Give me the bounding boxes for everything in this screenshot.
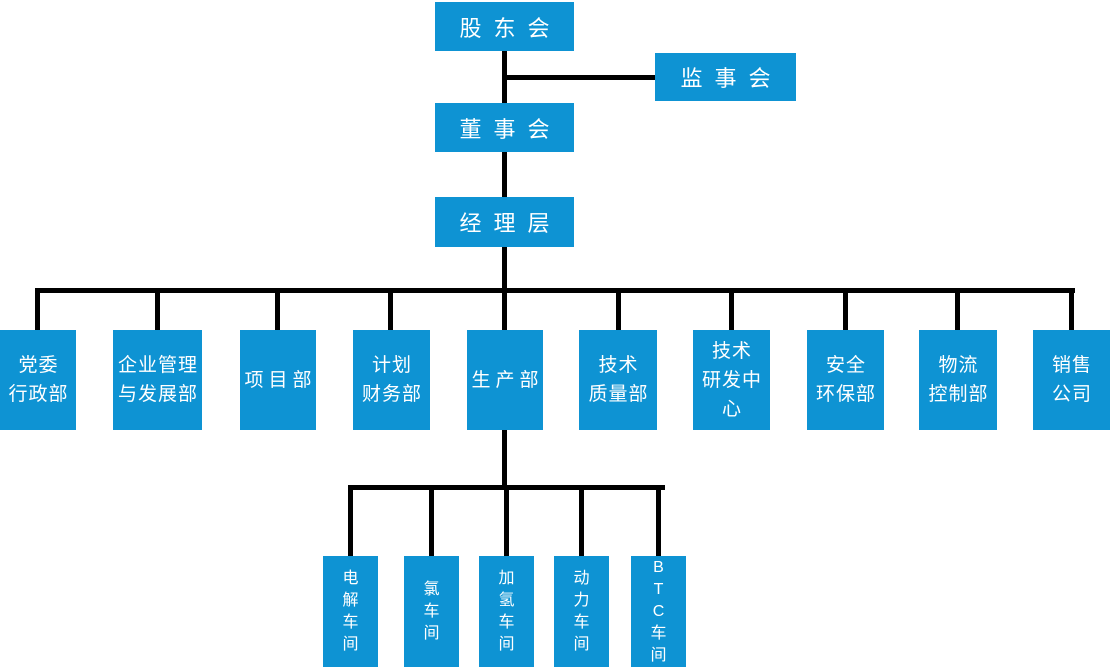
connector-drop-dept-1 (35, 288, 40, 330)
node-label: 企业管理 与发展部 (117, 355, 198, 405)
connector-drop-dept-6 (616, 288, 621, 330)
connector-management-trunk (502, 246, 507, 293)
node-label: 加 氢 车 间 (498, 569, 515, 653)
node-label: 氯 车 间 (423, 580, 440, 642)
connector-drop-ws-2 (429, 485, 434, 556)
connector-drop-dept-5 (502, 288, 507, 330)
org-node-dept-party-admin: 党委 行政部 (0, 330, 76, 430)
org-node-dept-tech-quality: 技术 质量部 (579, 330, 657, 430)
org-node-workshop-chlorine: 氯 车 间 (404, 556, 459, 667)
org-node-dept-enterprise-mgmt-development: 企业管理 与发展部 (113, 330, 202, 430)
org-node-dept-safety-environment: 安全 环保部 (807, 330, 884, 430)
connector-drop-ws-1 (348, 485, 353, 556)
node-label: 党委 行政部 (8, 355, 69, 405)
node-label: 经理层 (459, 211, 562, 236)
node-label: 计划 财务部 (361, 355, 422, 405)
org-node-dept-sales-company: 销售 公司 (1033, 330, 1110, 430)
connector-drop-dept-10 (1069, 288, 1074, 330)
org-node-dept-project: 项目部 (240, 330, 316, 430)
node-label: 监事会 (680, 66, 783, 91)
node-label: 物流 控制部 (928, 355, 989, 405)
connector-drop-dept-2 (155, 288, 160, 330)
node-label: 安全 环保部 (815, 355, 876, 405)
org-node-dept-tech-rd-center: 技术 研发中心 (693, 330, 770, 430)
org-node-management-level: 经理层 (435, 197, 574, 247)
org-node-board-of-directors: 董事会 (435, 103, 574, 152)
connector-drop-dept-9 (955, 288, 960, 330)
connector-drop-dept-3 (275, 288, 280, 330)
node-label: 技术 研发中心 (701, 340, 762, 420)
connector-production-trunk (502, 430, 507, 488)
node-label: 董事会 (459, 116, 562, 142)
org-node-workshop-hydrogenation: 加 氢 车 间 (479, 556, 534, 667)
org-node-dept-logistics-control: 物流 控制部 (919, 330, 997, 430)
node-label: 股东会 (459, 15, 562, 41)
connector-drop-dept-8 (843, 288, 848, 330)
node-label: 项目部 (244, 369, 317, 391)
connector-drop-ws-5 (656, 485, 661, 556)
connector-drop-ws-3 (504, 485, 509, 556)
node-label: 动 力 车 间 (573, 569, 590, 653)
node-label: B T C 车 间 (650, 558, 667, 664)
connector-departments-rail (35, 288, 1075, 293)
connector-board-management (502, 151, 507, 198)
connector-drop-dept-7 (729, 288, 734, 330)
node-label: 技术 质量部 (588, 355, 649, 405)
node-label: 电 解 车 间 (342, 569, 359, 653)
org-node-supervisory-board: 监事会 (655, 53, 796, 101)
org-node-workshop-power: 动 力 车 间 (554, 556, 609, 667)
org-node-dept-planning-finance: 计划 财务部 (353, 330, 430, 430)
org-node-workshop-electrolysis: 电 解 车 间 (323, 556, 378, 667)
org-node-workshop-btc: B T C 车 间 (631, 556, 686, 667)
connector-drop-ws-4 (579, 485, 584, 556)
connector-supervisory-branch (502, 75, 657, 80)
node-label: 销售 公司 (1051, 355, 1092, 405)
node-label: 生产部 (471, 369, 544, 391)
connector-drop-dept-4 (388, 288, 393, 330)
org-node-shareholders-meeting: 股东会 (435, 2, 574, 51)
org-node-dept-production: 生产部 (467, 330, 543, 430)
